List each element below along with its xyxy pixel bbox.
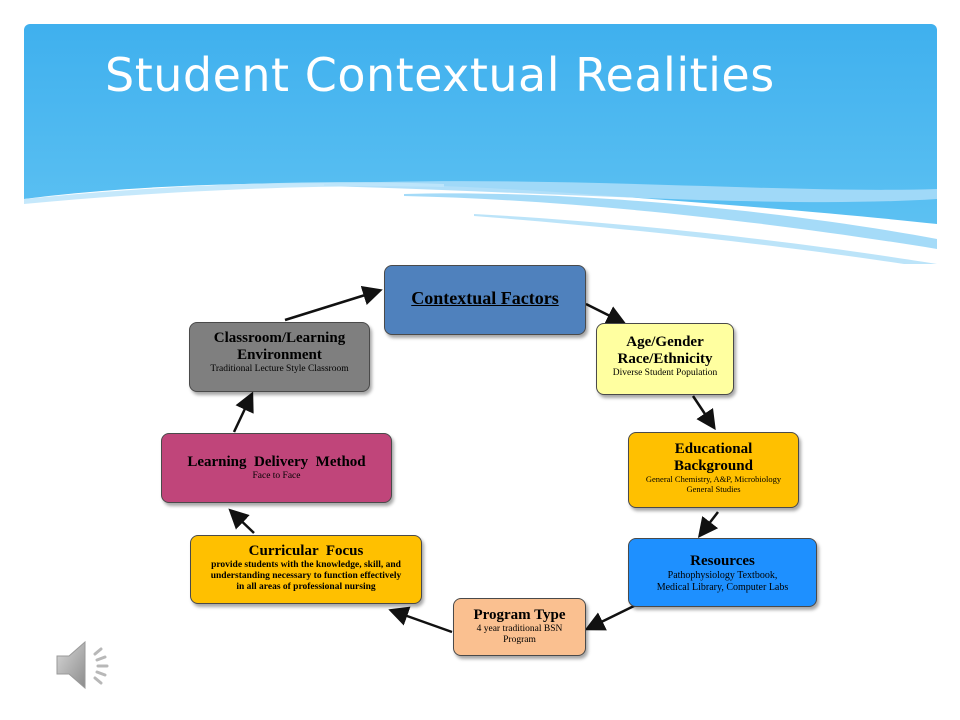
node-age-gender-title: Age/Gender Race/Ethnicity <box>617 334 713 367</box>
node-contextual-factors-title: Contextual Factors <box>411 288 559 308</box>
node-curricular-focus: Curricular Focus provide students with t… <box>190 535 422 604</box>
node-resources-detail: Pathophysiology Textbook, Medical Librar… <box>656 570 789 593</box>
node-educational-background: Educational Background General Chemistry… <box>628 432 799 508</box>
node-classroom-environment-title: Classroom/Learning Environment <box>213 330 346 363</box>
speaker-icon[interactable] <box>55 640 119 695</box>
node-curricular-focus-title: Curricular Focus <box>248 543 364 559</box>
node-resources: Resources Pathophysiology Textbook, Medi… <box>628 538 817 607</box>
title-banner <box>24 24 937 264</box>
arrow-deliv-to-class <box>232 391 254 433</box>
node-program-type-title: Program Type <box>473 607 566 623</box>
node-resources-title: Resources <box>690 553 755 569</box>
node-learning-delivery: Learning Delivery Method Face to Face <box>161 433 392 503</box>
arrow-class-to-center <box>284 285 383 322</box>
arrow-res-to-prog <box>584 603 637 631</box>
node-age-gender: Age/Gender Race/Ethnicity Diverse Studen… <box>596 323 734 395</box>
arrow-edu-to-res <box>697 511 719 538</box>
banner-background <box>24 24 937 264</box>
node-program-type-detail: 4 year traditional BSN Program <box>476 624 563 645</box>
node-learning-delivery-title: Learning Delivery Method <box>187 454 366 470</box>
node-learning-delivery-detail: Face to Face <box>252 471 301 481</box>
arrow-age-to-edu <box>691 395 716 431</box>
node-educational-background-detail: General Chemistry, A&P, Microbiology Gen… <box>645 474 782 494</box>
node-educational-background-title: Educational Background <box>674 441 753 474</box>
arrow-curr-to-deliv <box>228 508 255 534</box>
node-age-gender-detail: Diverse Student Population <box>612 368 718 378</box>
node-program-type: Program Type 4 year traditional BSN Prog… <box>453 598 586 656</box>
speaker-icon-graphic <box>56 640 109 690</box>
slide-title: Student Contextual Realities <box>105 48 775 102</box>
node-classroom-environment: Classroom/Learning Environment Tradition… <box>189 322 370 392</box>
arrow-center-to-age <box>585 302 627 325</box>
arrow-prog-to-curr <box>388 606 453 634</box>
node-classroom-environment-detail: Traditional Lecture Style Classroom <box>210 364 349 374</box>
node-contextual-factors: Contextual Factors <box>384 265 586 335</box>
node-curricular-focus-detail: provide students with the knowledge, ski… <box>210 560 402 592</box>
